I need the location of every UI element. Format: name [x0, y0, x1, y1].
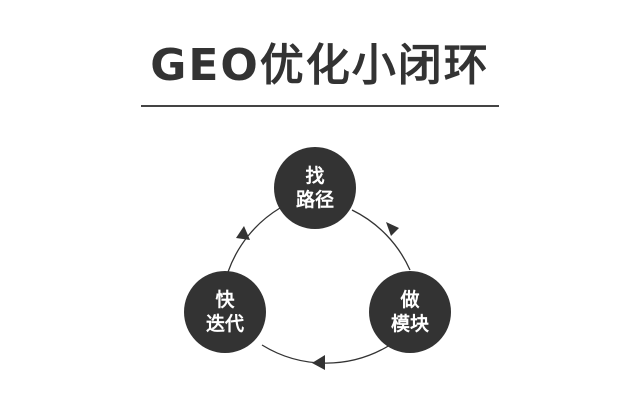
arrow-icon [386, 222, 399, 236]
node-fast-iterate: 快 迭代 [184, 271, 266, 353]
node-label: 模块 [390, 313, 429, 335]
arrow-icon [312, 355, 325, 370]
node-label: 快 [215, 289, 235, 311]
node-find-path: 找 路径 [274, 147, 356, 229]
node-label: 路径 [295, 189, 334, 211]
title-divider [141, 105, 499, 107]
node-label: 迭代 [205, 313, 244, 335]
node-build-modules: 做 模块 [369, 271, 451, 353]
page-title: GEO优化小闭环 [150, 40, 490, 91]
arrow-icon [236, 226, 250, 240]
node-label: 找 [305, 165, 325, 187]
node-label: 做 [400, 289, 420, 311]
